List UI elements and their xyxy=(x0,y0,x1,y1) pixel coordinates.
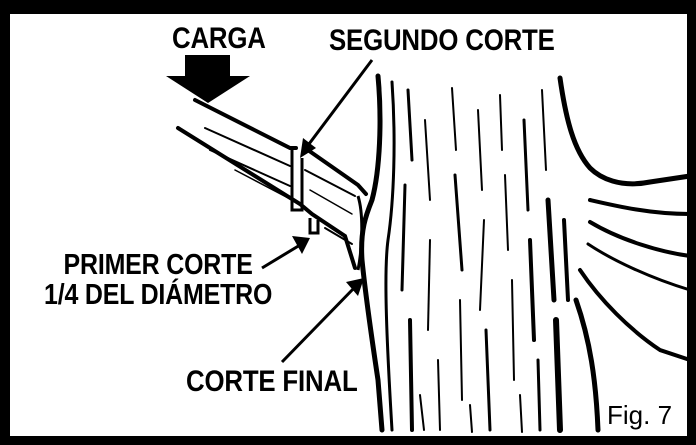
branch xyxy=(176,98,368,270)
first-cut-label: PRIMER CORTE 1/4 DEL DIÁMETRO xyxy=(44,250,272,310)
final-cut-arrowhead-icon xyxy=(346,278,364,296)
load-arrow-icon xyxy=(166,55,250,103)
first-cut-leader xyxy=(261,243,301,270)
second-cut-label: SEGUNDO CORTE xyxy=(329,24,555,57)
second-cut-arrowhead-icon xyxy=(300,138,316,158)
leader-lines xyxy=(261,59,374,364)
first-cut-label-line1: PRIMER CORTE xyxy=(63,249,253,281)
bark-texture xyxy=(400,87,570,433)
final-cut-label: CORTE FINAL xyxy=(186,365,358,398)
figure-number: Fig. 7 xyxy=(607,400,673,430)
first-cut-label-line2: 1/4 DEL DIÁMETRO xyxy=(44,279,273,311)
second-cut xyxy=(290,150,304,212)
first-cut xyxy=(308,218,320,235)
trunk xyxy=(359,73,693,433)
load-label: CARGA xyxy=(172,22,266,55)
final-cut-leader xyxy=(280,284,358,364)
first-cut-arrowhead-icon xyxy=(292,236,310,254)
second-cut-leader xyxy=(304,59,374,149)
